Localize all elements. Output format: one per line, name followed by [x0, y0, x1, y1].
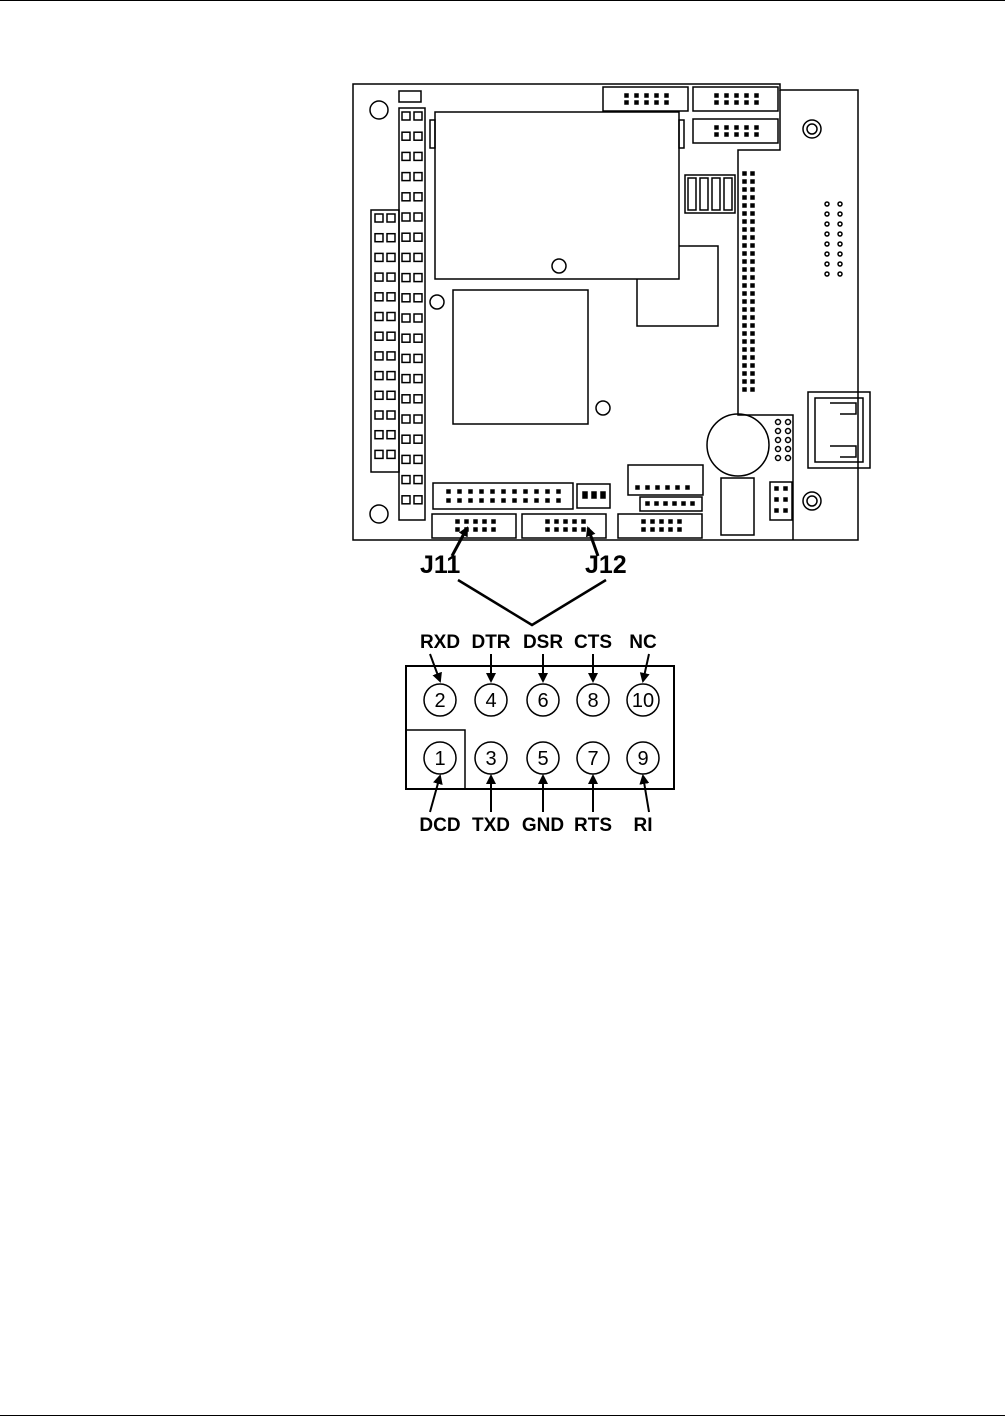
- secondary-chip: [636, 245, 719, 327]
- pin-signal-label: GND: [522, 815, 564, 836]
- pin-arrow: [639, 774, 650, 813]
- mounting-hole: [802, 119, 822, 139]
- pin-arrow: [639, 653, 650, 683]
- daughter-board-edge: [737, 90, 794, 540]
- top-connector: [692, 86, 779, 112]
- jumper-block: [769, 481, 793, 521]
- top-connector: [692, 118, 779, 144]
- top-row-pins: 2 RXD 4 DTR 6 DSR 8 CTS 10 NC: [420, 632, 660, 717]
- bottom-connector: [627, 464, 704, 496]
- j11-connector: [431, 513, 517, 539]
- bottom-connector: [432, 482, 574, 510]
- pin-arrow: [429, 653, 442, 683]
- pin-signal-label: RXD: [420, 632, 460, 653]
- bottom-connector: [617, 513, 703, 539]
- component: [720, 477, 755, 536]
- top-row-pin-6: 6 DSR: [523, 632, 563, 717]
- pin-signal-label: NC: [629, 632, 657, 653]
- pin-number: 7: [587, 748, 598, 770]
- pin-circle: [526, 683, 560, 717]
- battery: [706, 413, 770, 477]
- bottom-row-pin-9: 9RI: [626, 741, 660, 836]
- header-pins: [374, 111, 423, 505]
- top-row-pin-4: 4 DTR: [471, 632, 511, 717]
- video-connector: [807, 391, 871, 469]
- j12-arrow: [585, 526, 600, 557]
- pin-signal-label: RI: [634, 815, 653, 836]
- j11-arrow: [450, 526, 469, 557]
- pin-circle: [576, 683, 610, 717]
- j12-connector: [521, 513, 607, 539]
- jumper: [398, 90, 422, 103]
- header-rule: [0, 0, 1005, 1]
- mounting-hole: [429, 294, 445, 310]
- top-row-pin-10: 10 NC: [626, 632, 660, 717]
- pin-number: 4: [485, 690, 496, 712]
- pin-circle: [423, 741, 457, 775]
- mounting-hole: [369, 504, 389, 524]
- pin-circle: [423, 683, 457, 717]
- pin-signal-label: TXD: [472, 815, 510, 836]
- pin-number: 9: [637, 748, 648, 770]
- j12-label: J12: [585, 551, 627, 579]
- processor-module: [434, 111, 680, 280]
- pin-number: 2: [434, 690, 445, 712]
- pin-signal-label: DCD: [419, 815, 460, 836]
- pin-circle: [474, 683, 508, 717]
- pc104-header-outer: [370, 209, 400, 473]
- pin-number: 8: [587, 690, 598, 712]
- pin-number: 5: [537, 748, 548, 770]
- mounting-hole: [595, 400, 611, 416]
- top-row-pin-8: 8 CTS: [574, 632, 612, 717]
- pin1-key: [406, 729, 466, 789]
- j11-label: J11: [420, 551, 460, 579]
- top-row-pin-2: 2 RXD: [420, 632, 460, 717]
- pin-signal-label: DTR: [471, 632, 510, 653]
- pin-circle: [626, 683, 660, 717]
- header-outline: [405, 665, 675, 790]
- mounting-hole: [369, 100, 389, 120]
- pin-number: 6: [537, 690, 548, 712]
- top-connector: [602, 86, 689, 112]
- pin-number: 3: [485, 748, 496, 770]
- pin-number: 1: [434, 748, 445, 770]
- pin-arrow: [429, 774, 443, 813]
- circuit-board: [352, 83, 871, 541]
- pin-signal-label: DSR: [523, 632, 563, 653]
- pin-number: 10: [632, 690, 654, 712]
- callout-lines: [457, 578, 607, 627]
- board-outline: [352, 83, 859, 541]
- pin-circle: [626, 741, 660, 775]
- pin-signal-label: RTS: [574, 815, 612, 836]
- pin-signal-label: CTS: [574, 632, 612, 653]
- main-chip: [452, 289, 589, 425]
- power-connector: [576, 483, 611, 509]
- jumper-block: [684, 174, 736, 214]
- mounting-hole: [802, 491, 822, 511]
